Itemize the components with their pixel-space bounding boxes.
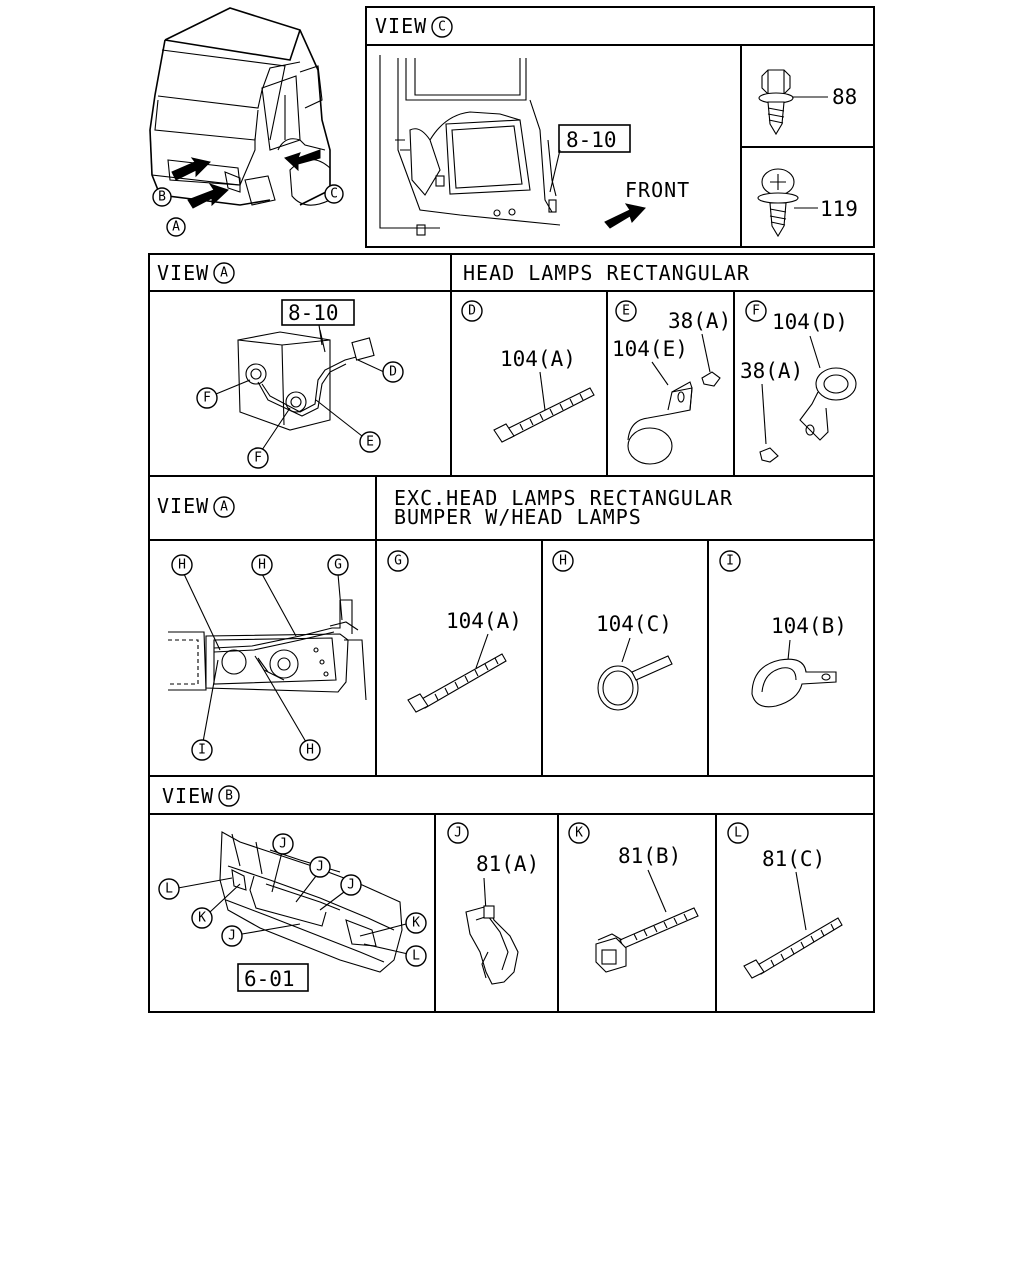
view-b-title: VIEW [162,784,214,808]
view-a-exc-title: VIEW [157,494,209,518]
screw-119-icon [757,168,818,238]
view-b-panel: VIEW B J J J J K K L L 6-01 J 81(A) [148,775,875,1013]
view-a-rect-ref-box: 8-10 [288,301,339,325]
callout-e-view-a: E [366,435,374,450]
detail-g-part: 104(A) [446,609,522,633]
view-a-exc-panel: VIEW A EXC.HEAD LAMPS RECTANGULAR BUMPER… [148,475,875,777]
view-a-rectangular-panel: VIEW A HEAD LAMPS RECTANGULAR 8-10 D E F… [148,253,875,477]
detail-g-mark: G [394,554,402,569]
harness-clip-icon [465,905,519,985]
double-clip-icon [759,367,857,463]
callout-j-2: J [316,860,324,875]
callout-l-2: L [412,949,420,964]
part-88-label: 88 [832,85,857,109]
callout-d-view-a: D [389,365,397,380]
callout-h-2: H [258,558,266,573]
callout-l-1: L [165,882,173,897]
detail-f-part1: 104(D) [772,310,848,334]
detail-h-part: 104(C) [596,612,672,636]
band-clip-icon [597,655,673,711]
view-a-rect-title: VIEW [157,261,209,285]
detail-j-part: 81(A) [476,852,539,876]
detail-i-mark: I [726,554,734,569]
callout-f-upper: F [203,391,211,406]
callout-g: G [334,558,342,573]
cable-tie-icon [493,387,595,443]
detail-e-part1: 104(E) [612,337,688,361]
detail-k-part: 81(B) [618,844,681,868]
view-b-mark: B [225,789,233,804]
detail-e-part2: 38(A) [668,309,731,333]
detail-d-mark: D [468,304,476,319]
front-label: FRONT [625,178,690,202]
callout-k-1: K [198,911,206,926]
detail-f-part2: 38(A) [740,359,803,383]
callout-b: B [158,190,166,205]
detail-j-mark: J [454,826,462,841]
callout-f-lower: F [254,451,262,466]
view-a-exc-mark: A [220,500,228,515]
callout-h-3: H [306,743,314,758]
bolt-88-icon [758,69,828,136]
truck-cab-overview: B A C [149,7,344,237]
exc-header-line2: BUMPER W/HEAD LAMPS [394,505,642,529]
view-c-mark: C [438,20,446,35]
detail-k-mark: K [575,826,583,841]
head-lamps-rect-header: HEAD LAMPS RECTANGULAR [463,261,750,285]
detail-d-part: 104(A) [500,347,576,371]
cable-tie-icon [743,917,843,979]
detail-l-part: 81(C) [762,847,825,871]
callout-h-1: H [178,558,186,573]
callout-j-4: J [228,929,236,944]
detail-i-part: 104(B) [771,614,847,638]
view-c-panel: VIEW C 8-10 FRONT [365,6,875,248]
callout-j-3: J [347,878,355,893]
part-119-label: 119 [820,197,858,221]
callout-c: C [330,187,338,202]
view-c-title: VIEW [375,14,427,38]
detail-e-mark: E [622,304,630,319]
callout-j-1: J [279,837,287,852]
view-c-ref-box: 8-10 [566,128,617,152]
detail-h-mark: H [559,554,567,569]
view-a-rect-mark: A [220,266,228,281]
saddle-clip-icon [751,658,837,708]
detail-l-mark: L [734,826,742,841]
exc-header-line1: EXC.HEAD LAMPS RECTANGULAR [394,486,733,510]
callout-a: A [172,220,180,235]
cable-tie-icon [407,653,507,713]
harness-clip-icon [595,907,699,973]
callout-i: I [198,743,206,758]
p-clip-icon [627,371,721,465]
detail-f-mark: F [752,304,760,319]
view-b-ref-box: 6-01 [244,967,295,991]
callout-k-2: K [412,916,420,931]
